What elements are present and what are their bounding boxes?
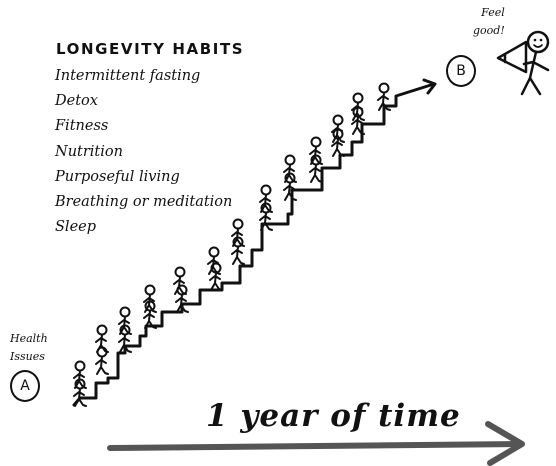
start-label: Health Issues xyxy=(10,330,48,366)
habit-item: Fitness xyxy=(55,118,109,135)
habit-item: Detox xyxy=(55,93,98,110)
start-label-line1: Health xyxy=(10,332,48,345)
stick-figure-icon xyxy=(95,346,109,375)
happy-stick-figure-icon xyxy=(520,30,550,96)
arrow-right-icon xyxy=(107,421,525,466)
start-label-line2: Issues xyxy=(10,350,45,363)
staircase-path xyxy=(72,82,436,407)
habit-item: Intermittent fasting xyxy=(55,68,201,84)
habit-item: Breathing or meditation xyxy=(55,193,233,210)
end-marker: B xyxy=(446,55,476,87)
megaphone-icon xyxy=(496,40,528,74)
habits-title: LONGEVITY HABITS xyxy=(56,40,245,58)
habit-item: Purposeful living xyxy=(55,168,180,185)
end-label: Feel good! xyxy=(463,4,505,40)
habit-item: Nutrition xyxy=(55,143,123,160)
start-marker: A xyxy=(10,370,40,402)
timeline-label: 1 year of time xyxy=(206,398,461,434)
habit-item: Sleep xyxy=(55,219,97,236)
stick-figure-icon xyxy=(175,284,189,313)
staircase-arrowhead xyxy=(422,78,437,95)
end-label-line1: Feel xyxy=(481,6,505,19)
stick-figure-icon xyxy=(209,262,223,291)
habits-list: Intermittent fasting Detox Fitness Nutri… xyxy=(55,66,232,242)
end-label-line2: good! xyxy=(473,24,505,37)
stick-figure-icon xyxy=(207,246,221,275)
stick-figure-icon xyxy=(173,266,187,295)
